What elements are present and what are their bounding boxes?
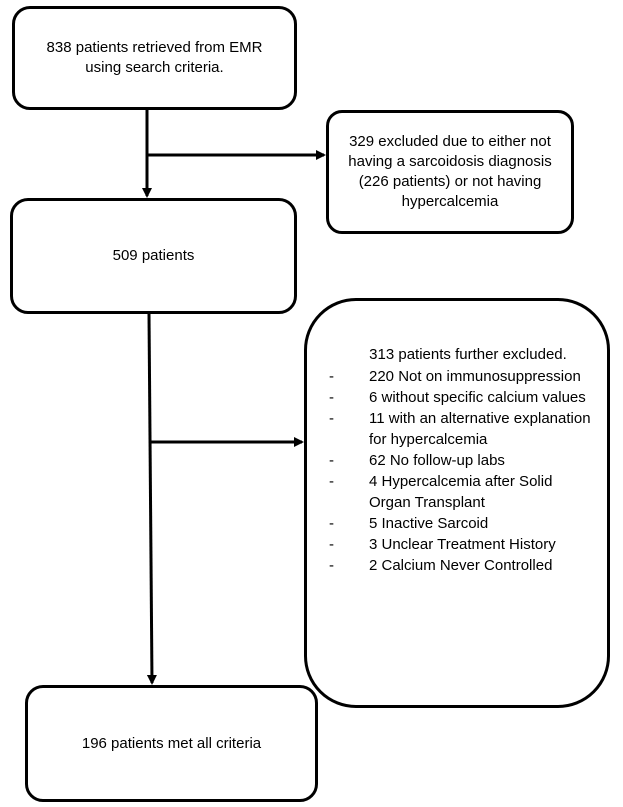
- list-bullet: -: [329, 452, 334, 469]
- list-item-text: 220 Not on immunosuppression: [369, 368, 581, 385]
- box-final-text: 196 patients met all criteria: [81, 734, 262, 752]
- list-item: - 11 with an alternative explanation for …: [307, 408, 597, 450]
- arrow-remaining-to-final: [146, 313, 157, 685]
- exclusion-list: - 220 Not on immunosuppression - 6 without…: [307, 366, 597, 576]
- list-item-text: 5 Inactive Sarcoid: [369, 515, 489, 532]
- list-item: - 5 Inactive Sarcoid: [307, 513, 597, 534]
- box-excluded-further-heading: 313 patients further excluded.: [369, 346, 567, 363]
- box-excluded-first: 329 excluded due to either not having a …: [326, 110, 574, 234]
- list-item: - 62 No follow-up labs: [307, 450, 597, 471]
- list-item: - 6 without specific calcium values: [307, 387, 597, 408]
- list-item-text: 4 Hypercalcemia after Solid Organ Transp…: [369, 473, 553, 511]
- box-remaining: 509 patients: [10, 198, 297, 314]
- list-item: - 2 Calcium Never Controlled: [307, 555, 597, 576]
- box-excluded-first-text: 329 excluded due to either not having a …: [348, 133, 552, 210]
- list-item-text: 11 with an alternative explanation for h…: [369, 410, 591, 448]
- list-item: - 220 Not on immunosuppression: [307, 366, 597, 387]
- list-bullet: -: [329, 536, 334, 553]
- list-bullet: -: [329, 515, 334, 532]
- list-item: - 4 Hypercalcemia after Solid Organ Trans…: [307, 471, 597, 513]
- box-retrieved: 838 patients retrieved from EMR using se…: [12, 6, 297, 110]
- list-bullet: -: [329, 389, 334, 406]
- box-final: 196 patients met all criteria: [25, 685, 318, 802]
- list-bullet: -: [329, 557, 334, 574]
- box-remaining-text: 509 patients: [112, 247, 195, 264]
- list-item-text: 3 Unclear Treatment History: [369, 536, 556, 553]
- box-excluded-further: 313 patients further excluded. - 220 Not …: [304, 298, 610, 708]
- list-bullet: -: [329, 368, 334, 385]
- list-item: - 3 Unclear Treatment History: [307, 534, 597, 555]
- list-item-text: 6 without specific calcium values: [369, 389, 586, 406]
- box-retrieved-text: 838 patients retrieved from EMR using se…: [46, 39, 263, 76]
- list-bullet: -: [329, 473, 334, 490]
- list-bullet: -: [329, 410, 334, 427]
- list-item-text: 2 Calcium Never Controlled: [369, 557, 553, 574]
- list-item-text: 62 No follow-up labs: [369, 452, 505, 469]
